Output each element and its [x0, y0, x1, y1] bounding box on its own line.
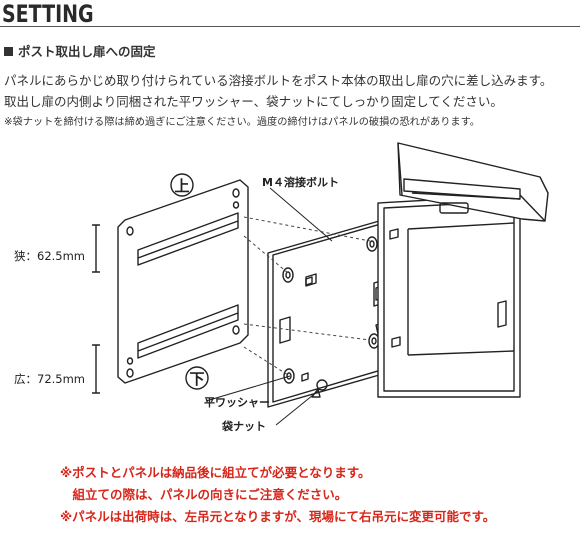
caution-note: ※袋ナットを締付ける際は締め過ぎにご注意ください。過度の締付けはパネルの破損の恐…	[4, 117, 480, 128]
assembly-notes: ※ポストとパネルは納品後に組立てが必要となります。 組立ての際は、パネルの向きに…	[60, 462, 495, 528]
post-body-illustration	[377, 142, 549, 398]
label-wide: 広：72.5mm	[14, 372, 85, 386]
square-bullet-icon	[4, 47, 13, 56]
label-top: 上	[174, 177, 189, 195]
section-heading: ポスト取出し扉への固定	[4, 41, 156, 60]
label-bottom: 下	[189, 370, 204, 388]
section-title: ポスト取出し扉への固定	[18, 44, 156, 59]
title-divider	[0, 26, 580, 27]
label-washer: 平ワッシャー	[204, 396, 270, 409]
label-narrow: 狭：62.5mm	[14, 249, 85, 263]
label-nut: 袋ナット	[221, 419, 266, 433]
instruction-line-2: 取出し扉の内側より同梱された平ワッシャー、袋ナットにてしっかり固定してください。	[4, 94, 503, 109]
label-bolt: M４溶接ボルト	[262, 175, 339, 189]
note-line: 組立ての際は、パネルの向きにご注意ください。	[60, 487, 348, 502]
note-line: ※ポストとパネルは納品後に組立てが必要となります。	[60, 465, 371, 480]
assembly-diagram: 上 下 M４溶接ボルト 狭：62.5mm 広：72.5mm 平ワッシャー 袋ナッ…	[14, 142, 549, 433]
panel-illustration	[117, 179, 249, 384]
label-bottom-marker: 下	[185, 366, 209, 390]
page-title: SETTING	[2, 0, 94, 28]
note-line: ※パネルは出荷時は、左吊元となりますが、現場にて右吊元に変更可能です。	[60, 509, 496, 524]
label-top-marker: 上	[170, 173, 194, 197]
instruction-line-1: パネルにあらかじめ取り付けられている溶接ボルトをポスト本体の取出し扉の穴に差し込…	[4, 73, 553, 88]
